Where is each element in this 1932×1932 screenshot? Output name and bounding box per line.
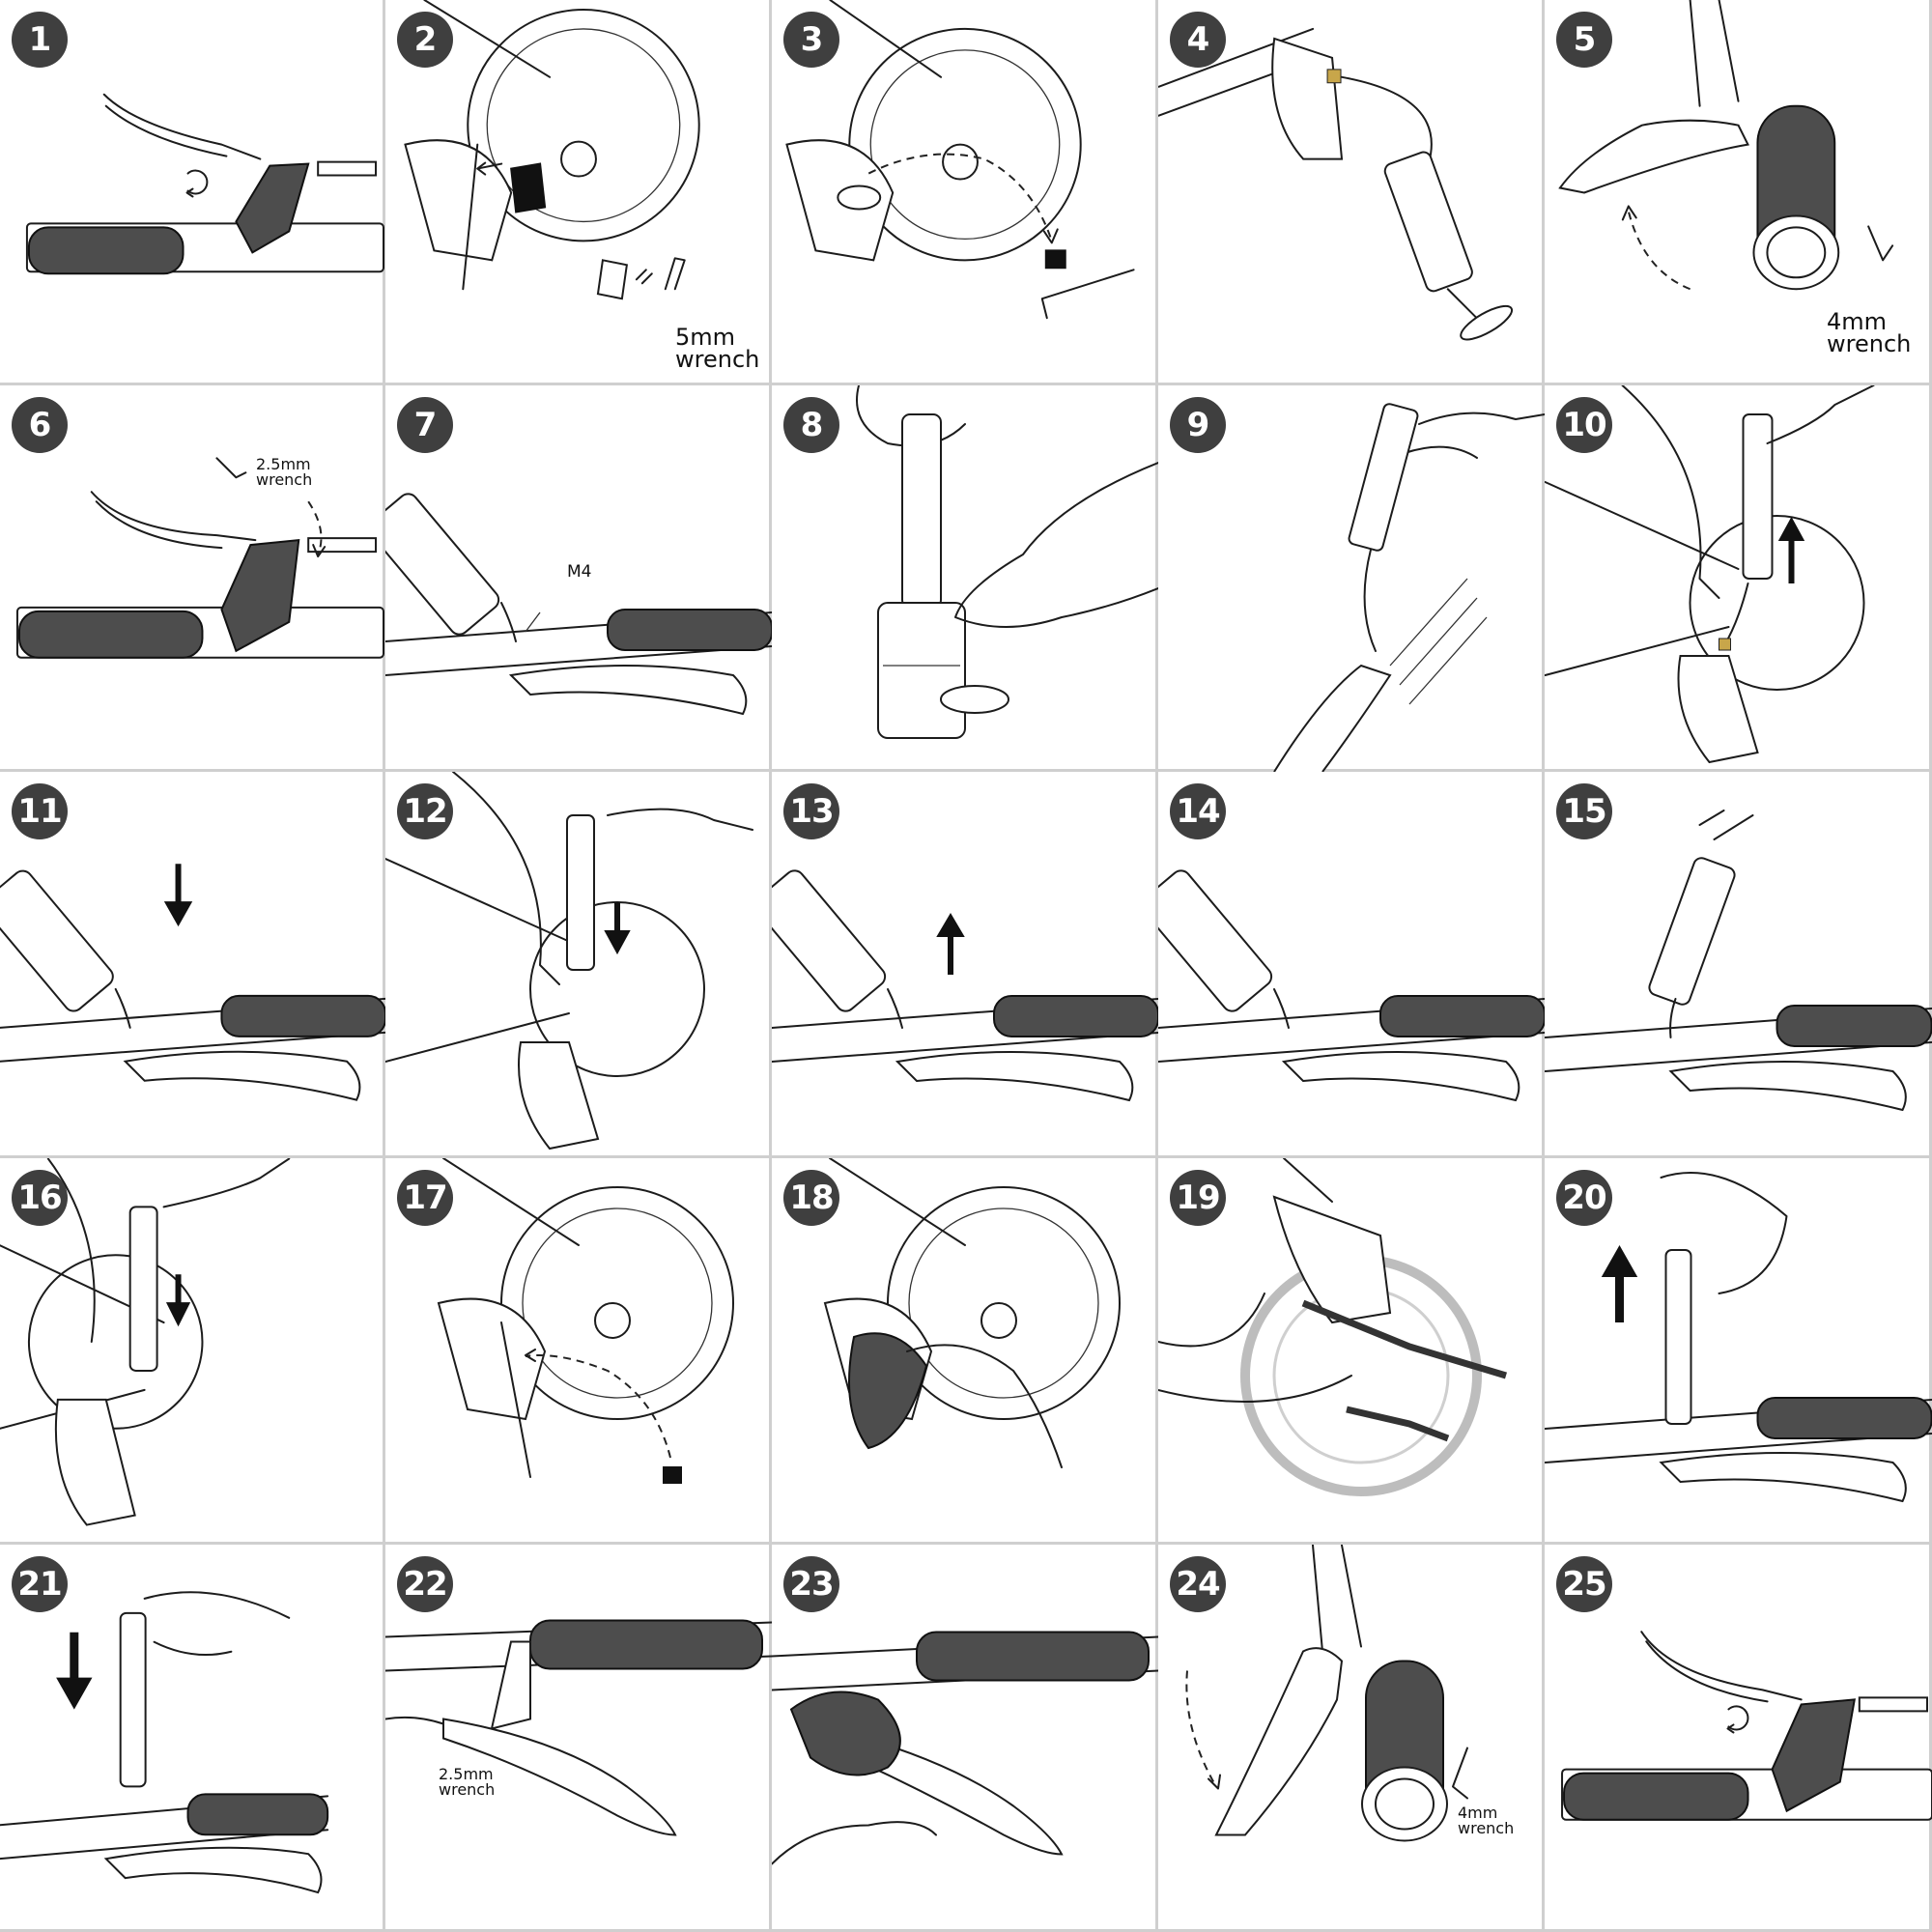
step-panel-20: 20: [1545, 1158, 1932, 1545]
step-number-badge: 4: [1170, 12, 1226, 68]
lever-pull-syringe-illustration: [1545, 1158, 1932, 1545]
step-number-badge: 19: [1170, 1170, 1226, 1226]
step-panel-22: 22 2.5mm wrench: [385, 1545, 772, 1932]
wrench-size-label: 2.5mm wrench: [256, 455, 313, 489]
step-panel-16: 16: [0, 1158, 385, 1545]
lever-adjust-illustration: [0, 0, 385, 385]
step-number-badge: 14: [1170, 783, 1226, 839]
wrench-size-label: 4mm wrench: [1827, 308, 1912, 357]
caliper-syringe-push-illustration: [385, 772, 772, 1158]
step-number-badge: 24: [1170, 1556, 1226, 1612]
step-number-badge: 12: [397, 783, 453, 839]
step-panel-15: 15: [1545, 772, 1932, 1158]
step-panel-8: 8: [772, 385, 1158, 772]
lever-reposition-illustration: [1158, 1545, 1545, 1932]
step-panel-19: 19: [1158, 1158, 1545, 1545]
step-panel-7: 7 M4: [385, 385, 772, 772]
step-number-badge: 13: [783, 783, 839, 839]
step-panel-21: 21: [0, 1545, 385, 1932]
step-panel-10: 10: [1545, 385, 1932, 772]
step-number-badge: 23: [783, 1556, 839, 1612]
step-panel-25: 25: [1545, 1545, 1932, 1932]
caliper-bleed-block-illustration: [772, 0, 1158, 385]
step-number-badge: 25: [1556, 1556, 1612, 1612]
step-number-badge: 20: [1556, 1170, 1612, 1226]
step-number-badge: 22: [397, 1556, 453, 1612]
step-number-badge: 8: [783, 397, 839, 453]
purge-air-illustration: [1158, 385, 1545, 772]
step-number-badge: 9: [1170, 397, 1226, 453]
step-panel-9: 9: [1158, 385, 1545, 772]
syringe-rest-illustration: [1158, 772, 1545, 1158]
step-number-badge: 5: [1556, 12, 1612, 68]
step-number-badge: 15: [1556, 783, 1612, 839]
wrench-size-label: 2.5mm wrench: [439, 1765, 496, 1799]
step-panel-23: 23: [772, 1545, 1158, 1932]
syringe-to-caliper-illustration: [1158, 0, 1545, 385]
lever-position-illustration: [1545, 0, 1932, 385]
step-panel-4: 4: [1158, 0, 1545, 385]
step-panel-3: 3: [772, 0, 1158, 385]
step-number-badge: 11: [12, 783, 68, 839]
caliper-syringe-press-illustration: [0, 1158, 385, 1545]
step-number-badge: 18: [783, 1170, 839, 1226]
step-number-badge: 16: [12, 1170, 68, 1226]
step-panel-14: 14: [1158, 772, 1545, 1158]
reinstall-lever-screw-illustration: [385, 1545, 772, 1932]
step-number-badge: 1: [12, 12, 68, 68]
step-number-badge: 21: [12, 1556, 68, 1612]
lever-syringe-attach-illustration: [385, 385, 772, 772]
reinstall-pads-illustration: [1158, 1158, 1545, 1545]
wrench-size-label: 5mm wrench: [675, 324, 760, 373]
clean-caliper-illustration: [772, 1158, 1158, 1545]
step-panel-1: 1: [0, 0, 385, 385]
wrench-size-label: 4mm wrench: [1458, 1804, 1515, 1837]
caliper-pad-removal-illustration: [385, 0, 772, 385]
step-panel-6: 6 2.5mm wrench: [0, 385, 385, 772]
step-panel-2: 2 5mm wrench: [385, 0, 772, 385]
step-panel-24: 24 4mm wrench: [1158, 1545, 1545, 1932]
caliper-syringe-pull-illustration: [1545, 385, 1932, 772]
upright-syringe-illustration: [1545, 772, 1932, 1158]
push-fluid-lever-illustration: [0, 772, 385, 1158]
step-panel-18: 18: [772, 1158, 1158, 1545]
lever-final-adjust-illustration: [1545, 1545, 1932, 1932]
step-number-badge: 17: [397, 1170, 453, 1226]
step-number-badge: 2: [397, 12, 453, 68]
step-panel-12: 12: [385, 772, 772, 1158]
fill-syringe-illustration: [772, 385, 1158, 772]
step-number-badge: 6: [12, 397, 68, 453]
step-panel-17: 17: [385, 1158, 772, 1545]
clean-lever-illustration: [772, 1545, 1158, 1932]
reinstall-bleed-screw-illustration: [385, 1158, 772, 1545]
step-number-badge: 10: [1556, 397, 1612, 453]
lever-push-syringe-illustration: [0, 1545, 385, 1932]
step-panel-13: 13: [772, 772, 1158, 1158]
pull-syringe-lever-illustration: [772, 772, 1158, 1158]
bleed-screw-removal-illustration: [0, 385, 385, 772]
port-label: M4: [567, 562, 592, 582]
step-number-badge: 7: [397, 397, 453, 453]
step-panel-11: 11: [0, 772, 385, 1158]
step-number-badge: 3: [783, 12, 839, 68]
step-panel-5: 5 4mm wrench: [1545, 0, 1932, 385]
